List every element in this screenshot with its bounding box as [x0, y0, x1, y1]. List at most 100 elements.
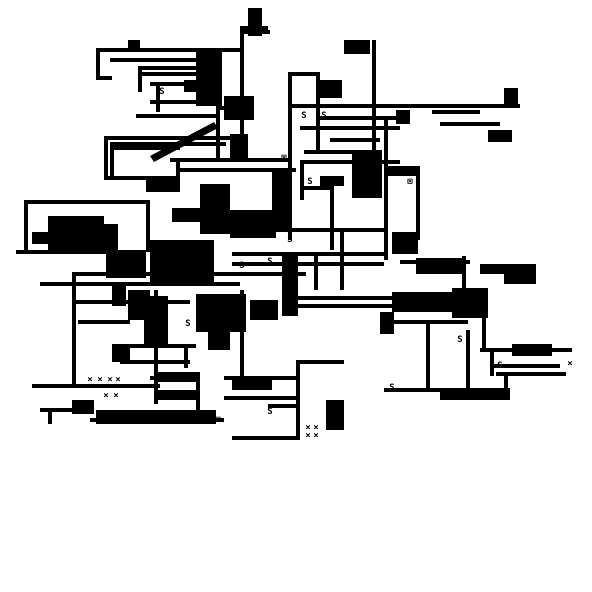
wall-horizontal	[40, 408, 90, 412]
door-glyph: S	[321, 111, 326, 121]
wall-horizontal	[140, 72, 220, 76]
wall-horizontal	[232, 262, 384, 266]
wall-horizontal	[440, 122, 500, 126]
solid-block	[384, 312, 394, 334]
door-glyph: S	[497, 361, 502, 371]
wall-horizontal	[296, 360, 344, 364]
solid-block	[396, 110, 410, 124]
wall-horizontal	[304, 150, 372, 154]
trap_x-glyph: ×	[219, 293, 224, 303]
solid-block	[250, 300, 278, 320]
wall-vertical	[138, 66, 142, 92]
wall-vertical	[96, 48, 100, 78]
wall-horizontal	[110, 142, 226, 146]
wall-horizontal	[104, 176, 176, 180]
wall-vertical	[300, 160, 304, 200]
wall-vertical	[462, 256, 466, 300]
solid-block	[326, 400, 344, 430]
solid-block	[388, 166, 418, 176]
trap_x-glyph: ×	[305, 431, 310, 441]
wall-horizontal	[110, 146, 180, 150]
wall-vertical	[216, 48, 220, 160]
solid-block	[104, 224, 118, 250]
solid-block	[32, 232, 58, 244]
trap_x-glyph: ×	[113, 391, 118, 401]
wall-vertical	[110, 146, 114, 176]
item_box-glyph: ⊠	[183, 255, 188, 265]
door-glyph: S	[267, 407, 272, 417]
wall-horizontal	[232, 436, 300, 440]
wall-horizontal	[90, 418, 224, 422]
wall-horizontal	[104, 136, 232, 140]
wall-vertical	[466, 330, 470, 390]
wall-horizontal	[110, 58, 220, 62]
wall-horizontal	[300, 126, 400, 130]
wall-vertical	[416, 166, 420, 240]
wall-vertical	[314, 256, 318, 290]
solid-block	[352, 150, 382, 198]
item_box-glyph: ⊠	[225, 101, 230, 111]
trap_x-glyph: ×	[313, 431, 318, 441]
door-glyph: S	[159, 87, 164, 97]
trap_x-glyph: ×	[97, 375, 102, 385]
solid-block	[196, 294, 246, 332]
wall-vertical	[196, 372, 200, 414]
solid-block	[392, 292, 452, 312]
solid-block	[504, 88, 518, 108]
wall-vertical	[104, 136, 108, 180]
solid-block	[156, 372, 200, 382]
wall-horizontal	[96, 76, 112, 80]
door-glyph: S	[267, 257, 272, 267]
solid-block	[282, 256, 298, 316]
trap_x-glyph: ×	[89, 407, 94, 417]
wall-horizontal	[32, 384, 160, 388]
door-glyph: S	[209, 87, 214, 97]
wall-vertical	[316, 72, 320, 150]
trap_x-glyph: ×	[567, 359, 572, 369]
solid-block	[128, 40, 140, 50]
wall-horizontal	[318, 116, 400, 120]
wall-horizontal	[120, 360, 190, 364]
solid-block	[230, 134, 248, 162]
item_box-glyph: ⊠	[179, 255, 184, 265]
wall-vertical	[426, 320, 430, 390]
wall-horizontal	[244, 30, 270, 34]
solid-block	[150, 240, 214, 284]
solid-block	[344, 40, 370, 54]
wall-horizontal	[96, 48, 240, 52]
solid-block	[230, 210, 276, 238]
item_box-glyph: ⊠	[281, 153, 286, 163]
item_box-glyph: ⊠	[215, 415, 220, 425]
wall-vertical	[176, 158, 180, 190]
wall-vertical	[296, 360, 300, 438]
wall-horizontal	[72, 300, 190, 304]
trap_x-glyph: ×	[107, 375, 112, 385]
door-glyph: S	[287, 235, 292, 245]
solid-block	[392, 232, 418, 254]
wall-horizontal	[24, 200, 150, 204]
item_box-glyph: ⊠	[407, 177, 412, 187]
wall-vertical	[504, 372, 508, 396]
wall-horizontal	[78, 320, 130, 324]
wall-horizontal	[288, 72, 316, 76]
wall-vertical	[380, 312, 384, 334]
wall-horizontal	[290, 304, 470, 308]
wall-horizontal	[232, 252, 388, 256]
wall-vertical	[240, 30, 244, 160]
wall-vertical	[330, 176, 334, 250]
wall-vertical	[340, 228, 344, 290]
wall-horizontal	[240, 26, 268, 30]
wall-horizontal	[16, 250, 110, 254]
wall-horizontal	[380, 320, 468, 324]
door-glyph: S	[233, 103, 238, 113]
wall-vertical	[146, 200, 150, 252]
wall-vertical	[372, 40, 376, 180]
solid-block	[232, 376, 272, 390]
wall-vertical	[482, 312, 486, 348]
door-glyph: S	[185, 319, 190, 329]
wall-horizontal	[496, 372, 566, 376]
wall-horizontal	[218, 106, 240, 110]
wall-horizontal	[300, 104, 520, 108]
